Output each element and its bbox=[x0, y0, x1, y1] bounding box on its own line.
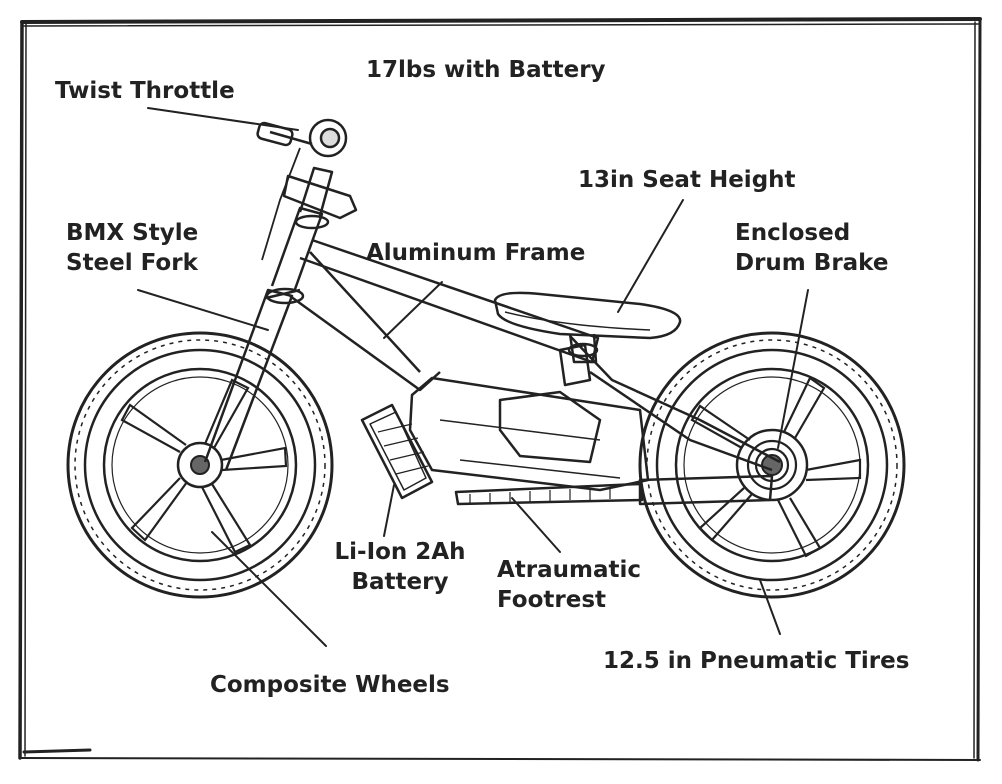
leader-wheels bbox=[211, 531, 327, 647]
label-battery-line1: Li-Ion 2Ah bbox=[334, 539, 466, 565]
leader-tires bbox=[759, 579, 781, 635]
label-fork: BMX Style Steel Fork bbox=[66, 218, 198, 278]
label-fork-line2: Steel Fork bbox=[66, 250, 198, 276]
front-wheel bbox=[66, 331, 334, 599]
rear-wheel bbox=[638, 331, 906, 599]
label-drum-brake-line2: Drum Brake bbox=[735, 250, 889, 276]
label-tires: 12.5 in Pneumatic Tires bbox=[603, 648, 910, 674]
footrest-bar bbox=[454, 482, 644, 506]
sketch-border bbox=[18, 17, 982, 762]
label-battery-line2: Battery bbox=[351, 569, 449, 595]
front-wheel-spokes bbox=[120, 378, 288, 554]
label-footrest-line2: Footrest bbox=[497, 587, 607, 613]
label-twist-throttle: Twist Throttle bbox=[55, 78, 235, 104]
leader-fork bbox=[137, 289, 269, 331]
callout-lines bbox=[137, 107, 809, 647]
rear-wheel-spokes bbox=[690, 376, 862, 558]
battery-pack bbox=[408, 376, 650, 492]
label-footrest: Atraumatic Footrest bbox=[497, 555, 641, 615]
drum-brake bbox=[746, 439, 798, 491]
leader-drum-brake bbox=[777, 289, 809, 449]
leader-battery bbox=[383, 484, 395, 537]
leader-footrest bbox=[511, 497, 561, 553]
label-drum-brake: Enclosed Drum Brake bbox=[735, 218, 888, 278]
fork-and-handlebar bbox=[203, 118, 358, 471]
leader-twist-throttle bbox=[147, 107, 299, 131]
bike-seat bbox=[493, 291, 682, 364]
leader-seat-height bbox=[617, 199, 684, 313]
label-footrest-line1: Atraumatic bbox=[497, 557, 642, 583]
label-fork-line1: BMX Style bbox=[66, 220, 199, 246]
label-wheels: Composite Wheels bbox=[210, 672, 450, 698]
foot-grip bbox=[360, 403, 434, 500]
label-drum-brake-line1: Enclosed bbox=[735, 220, 851, 246]
label-aluminum-frame: Aluminum Frame bbox=[366, 240, 586, 266]
label-seat-height: 13in Seat Height bbox=[578, 167, 796, 193]
label-battery: Li-Ion 2Ah Battery bbox=[325, 537, 475, 597]
label-weight: 17lbs with Battery bbox=[366, 57, 606, 83]
leader-aluminum-frame bbox=[383, 281, 443, 339]
